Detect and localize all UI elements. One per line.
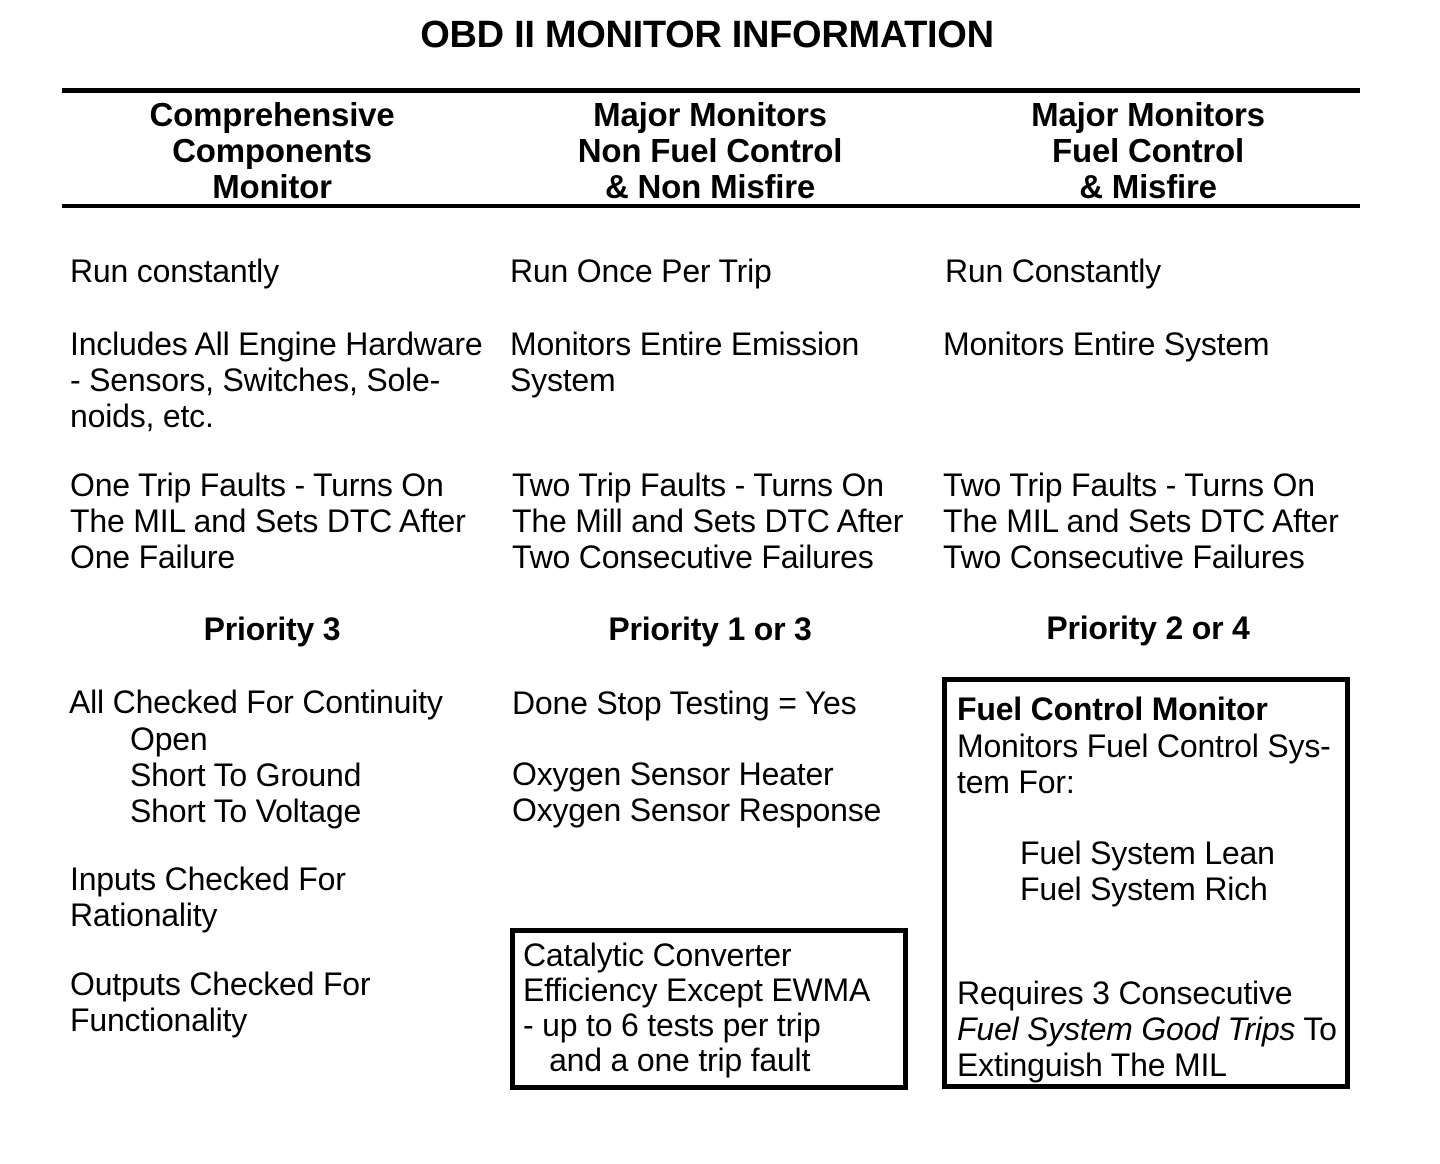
fuel-control-monitor-title: Fuel Control Monitor [957,691,1268,727]
col2-two-trip-faults: Two Trip Faults - Turns On The Mill and … [512,467,904,575]
col1-priority: Priority 3 [203,611,341,647]
requirement-text-end: To Extinguish The MIL [957,1011,1337,1083]
page-title: OBD II MONITOR INFORMATION [420,14,994,56]
col2-priority: Priority 1 or 3 [608,611,812,647]
header-rule-bottom [62,204,1360,208]
catalytic-converter-box: Catalytic Converter Efficiency Except EW… [510,928,908,1090]
col1-continuity-items: Open Short To Ground Short To Voltage [130,721,362,829]
col1-outputs-checked: Outputs Checked For Functionality [70,966,371,1038]
catalytic-converter-text: Catalytic Converter Efficiency Except EW… [523,937,871,1078]
col2-run-once-per-trip: Run Once Per Trip [510,253,772,289]
column-header-major-non-fuel: Major Monitors Non Fuel Control & Non Mi… [577,96,843,205]
col1-continuity-heading: All Checked For Continuity [69,684,443,720]
column-header-major-fuel: Major Monitors Fuel Control & Misfire [1031,96,1265,205]
col1-inputs-checked: Inputs Checked For Rationality [70,861,346,933]
col2-oxygen-sensor-lines: Oxygen Sensor Heater Oxygen Sensor Respo… [512,756,882,828]
fuel-control-monitor-box: Fuel Control Monitor Monitors Fuel Contr… [942,677,1350,1089]
requirement-text-italic: Fuel System Good Trips [957,1011,1296,1047]
col3-monitors-entire-system: Monitors Entire System [943,326,1270,362]
column-header-comprehensive-components: Comprehensive Components Monitor [149,96,395,205]
col1-one-trip-faults: One Trip Faults - Turns On The MIL and S… [70,467,466,575]
col1-includes-hardware: Includes All Engine Hardware - Sensors, … [70,326,483,434]
col3-priority: Priority 2 or 4 [1046,610,1250,646]
col2-monitors-emission-system: Monitors Entire Emission System [510,326,860,398]
fuel-system-lean-rich-list: Fuel System Lean Fuel System Rich [1020,835,1275,907]
col2-done-stop-testing: Done Stop Testing = Yes [512,685,857,721]
header-rule-top [62,88,1360,93]
requirement-text-start: Requires 3 Consecutive [957,975,1293,1011]
col1-run-constantly: Run constantly [70,253,279,289]
fuel-good-trips-requirement: Requires 3 Consecutive Fuel System Good … [957,975,1337,1083]
col3-two-trip-faults: Two Trip Faults - Turns On The MIL and S… [943,467,1339,575]
col3-run-constantly: Run Constantly [945,253,1161,289]
fuel-control-monitor-body: Monitors Fuel Control Sys- tem For: [957,728,1331,800]
